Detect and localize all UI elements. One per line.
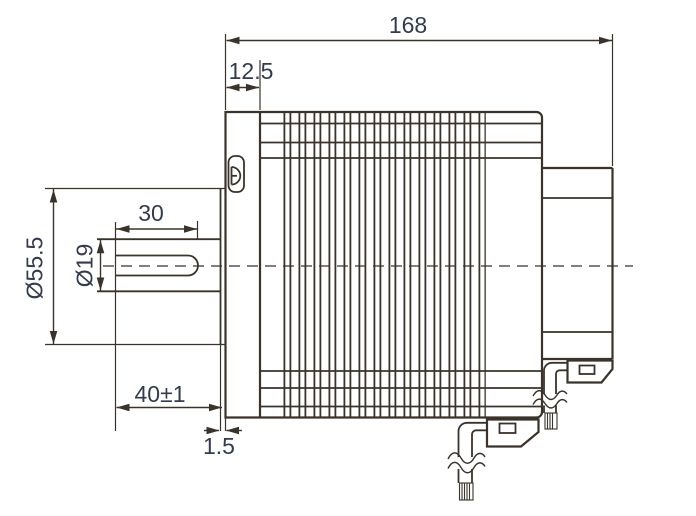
cable-gland-housing <box>566 359 614 384</box>
dimension-shaft-length: 40±1 <box>116 345 227 431</box>
dimension-label-shaft-diameter: Ø19 <box>72 244 98 287</box>
arrowhead <box>599 36 612 45</box>
arrowhead <box>49 189 58 203</box>
dimension-label-pilot-height: 1.5 <box>203 433 235 459</box>
arrowhead <box>49 331 58 344</box>
cable-break-squiggle <box>447 452 486 464</box>
rear-cable-assembly <box>532 359 614 430</box>
cable-outer-line <box>457 421 487 457</box>
arrowhead <box>226 36 240 45</box>
dimension-pilot-diameter: Ø55.5 <box>22 189 58 344</box>
dimension-total-length: 168 <box>224 12 614 166</box>
body-outline <box>224 110 544 419</box>
cable-inner-line <box>555 369 568 394</box>
mounting-screw-detail <box>231 166 242 186</box>
dimension-label-pilot-diameter: Ø55.5 <box>22 237 48 300</box>
cable-break-squiggle <box>447 461 486 474</box>
flange-mounting-slot <box>227 155 245 193</box>
rear-housing <box>542 166 614 361</box>
arrowhead <box>184 225 197 233</box>
dimension-flange-thickness: 12.5 <box>226 58 274 110</box>
dimension-shaft-diameter: Ø19 <box>72 240 105 291</box>
front-flange <box>227 112 262 418</box>
dimension-pilot-height: 1.5 <box>203 426 242 459</box>
wire-strand-tip <box>458 482 474 501</box>
dimension-label-flat-length: 30 <box>138 200 164 226</box>
dimension-label-flange-thickness: 12.5 <box>229 58 274 84</box>
cable-outer-line <box>543 361 568 394</box>
cable-inner-line <box>471 429 487 457</box>
arrowhead <box>96 240 105 254</box>
cable-break-squiggle <box>532 389 568 401</box>
arrowhead <box>226 83 240 92</box>
arrowhead <box>116 225 130 233</box>
cooling-fins <box>283 112 486 418</box>
arrowhead <box>116 403 130 412</box>
gland-notch <box>578 364 596 375</box>
dimension-label-total-length: 168 <box>389 12 427 38</box>
dimension-flat-length: 30 <box>116 200 199 240</box>
gland-notch <box>498 422 517 434</box>
front-cable-assembly <box>447 418 540 501</box>
wire-strand-tip <box>544 412 558 430</box>
arrowhead <box>96 277 105 291</box>
dimension-label-shaft-length: 40±1 <box>135 381 186 407</box>
cable-break-squiggle <box>532 398 568 409</box>
arrowhead <box>246 83 259 92</box>
motor-body <box>224 110 544 419</box>
